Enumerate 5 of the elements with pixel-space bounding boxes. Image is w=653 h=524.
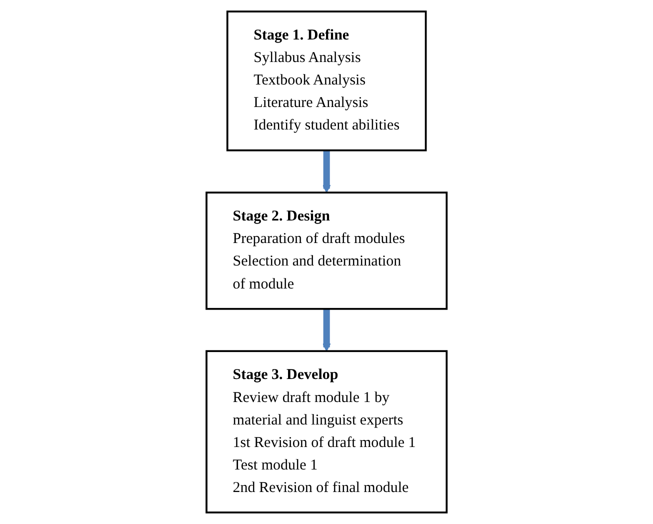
arrow [322, 150, 331, 193]
node-box: Stage 1. Define Syllabus Analysis Textbook Analysis Literature Analysis Identify student abilities [226, 10, 427, 152]
arrow [322, 308, 331, 352]
node-box: Stage 3. Develop Review draft module 1 by material and linguist experts 1st Revision of draft module 1 Test module 1 2nd Revision of final module [205, 350, 448, 514]
node-box: Stage 2. Design Preparation of draft modules Selection and determination of module [205, 192, 448, 310]
